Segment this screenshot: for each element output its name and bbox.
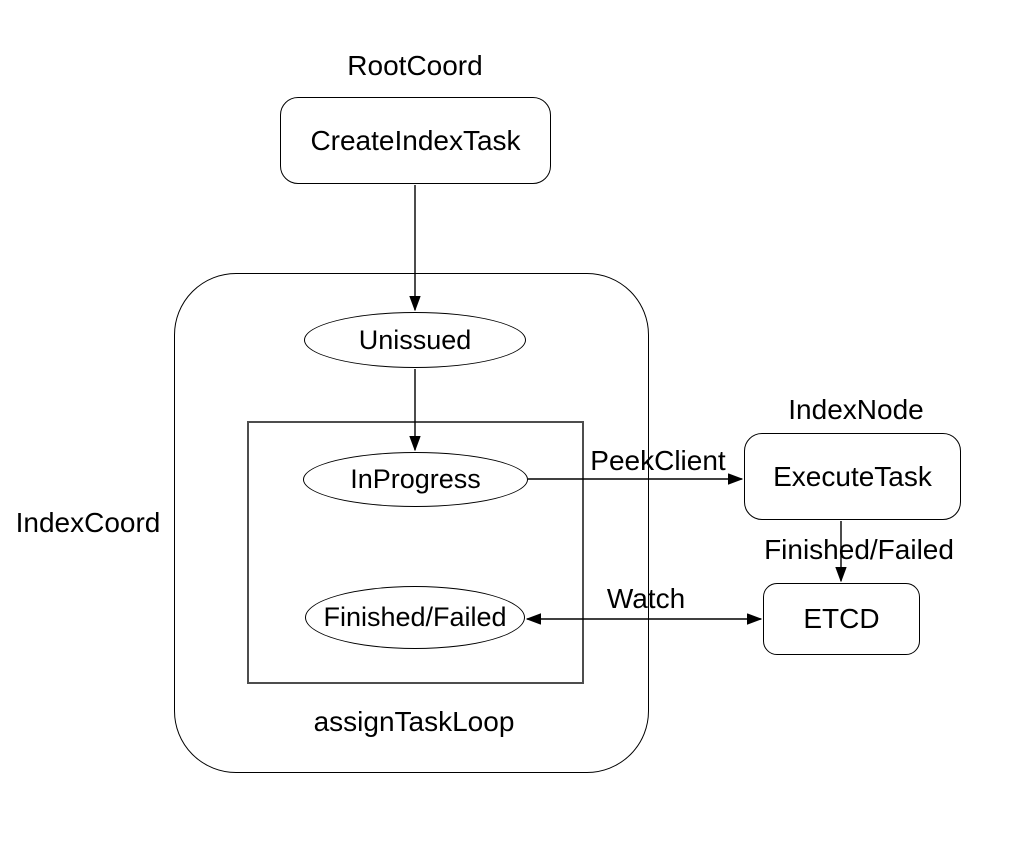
rootcoord-group-label: RootCoord bbox=[347, 50, 483, 81]
etcd-node: ETCD bbox=[763, 583, 920, 655]
indexcoord-group-label: IndexCoord bbox=[15, 507, 161, 538]
indexcoord-container bbox=[174, 273, 649, 773]
peek-client-edge-label: PeekClient bbox=[590, 445, 726, 476]
finished-failed-edge-label: Finished/Failed bbox=[764, 534, 954, 565]
unissued-state-ellipse: Unissued bbox=[304, 312, 526, 368]
create-index-task-node: CreateIndexTask bbox=[280, 97, 551, 184]
assign-task-loop-label: assignTaskLoop bbox=[313, 706, 515, 737]
in-progress-state-ellipse: InProgress bbox=[303, 452, 528, 507]
indexnode-group-label: IndexNode bbox=[788, 394, 924, 425]
finished-failed-state-ellipse: Finished/Failed bbox=[305, 586, 525, 649]
execute-task-node: ExecuteTask bbox=[744, 433, 961, 520]
watch-edge-label: Watch bbox=[606, 583, 686, 614]
